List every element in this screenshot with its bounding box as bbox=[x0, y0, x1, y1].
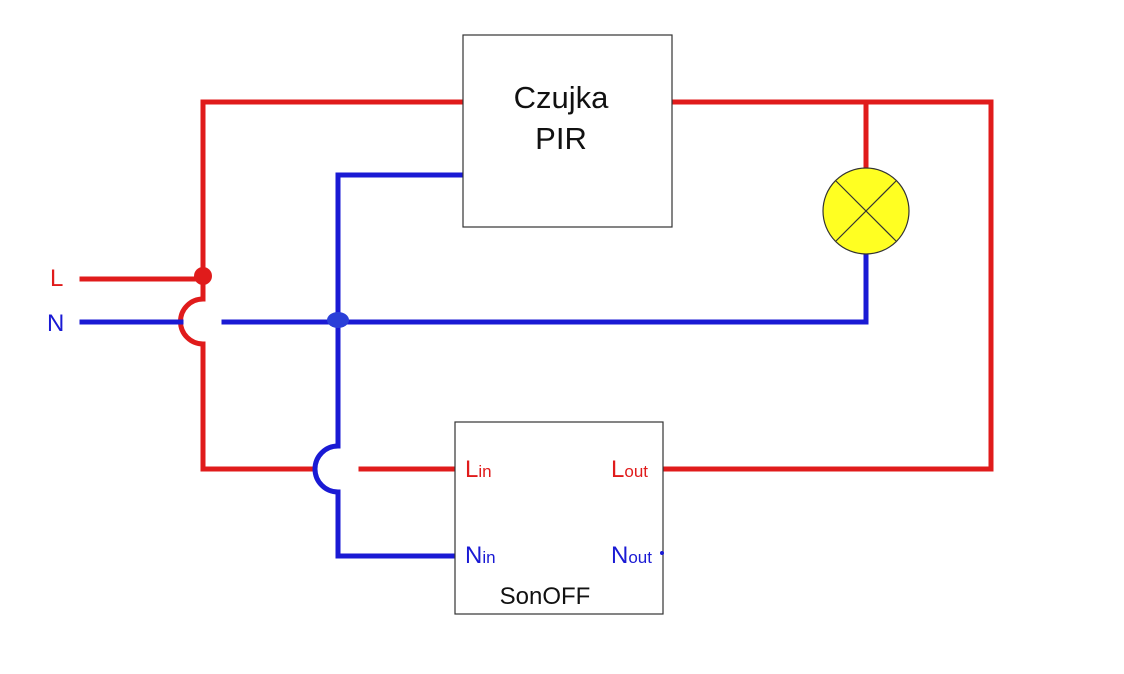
neutral-to-nin-wire bbox=[335, 489, 458, 559]
terminal-nout: Nout bbox=[611, 542, 652, 569]
live-to-pir-wire bbox=[200, 99, 466, 282]
supply-neutral-label: N bbox=[47, 310, 64, 337]
neutral-hop-over-live bbox=[312, 443, 341, 495]
neutral-main-wire bbox=[221, 253, 869, 325]
nout-terminal-dot bbox=[660, 551, 664, 555]
pir-label-line1: Czujka bbox=[514, 80, 610, 115]
lamp-icon bbox=[822, 167, 910, 255]
neutral-junction-dot bbox=[327, 312, 349, 328]
sonoff-label: SonOFF bbox=[500, 583, 591, 610]
terminal-nin: Nin bbox=[465, 542, 496, 569]
pir-output-wire bbox=[660, 99, 994, 472]
live-to-sonoff-wire bbox=[200, 341, 318, 472]
terminal-lin: Lin bbox=[465, 456, 492, 483]
terminal-lout: Lout bbox=[611, 456, 648, 483]
sonoff-box bbox=[454, 421, 664, 615]
pir-label-line2: PIR bbox=[535, 121, 587, 156]
live-hop-over-neutral bbox=[178, 296, 206, 347]
live-junction-dot bbox=[194, 267, 212, 285]
supply-live-label: L bbox=[50, 265, 63, 292]
neutral-pir-wire bbox=[335, 172, 466, 449]
pir-sensor-box bbox=[462, 34, 673, 228]
